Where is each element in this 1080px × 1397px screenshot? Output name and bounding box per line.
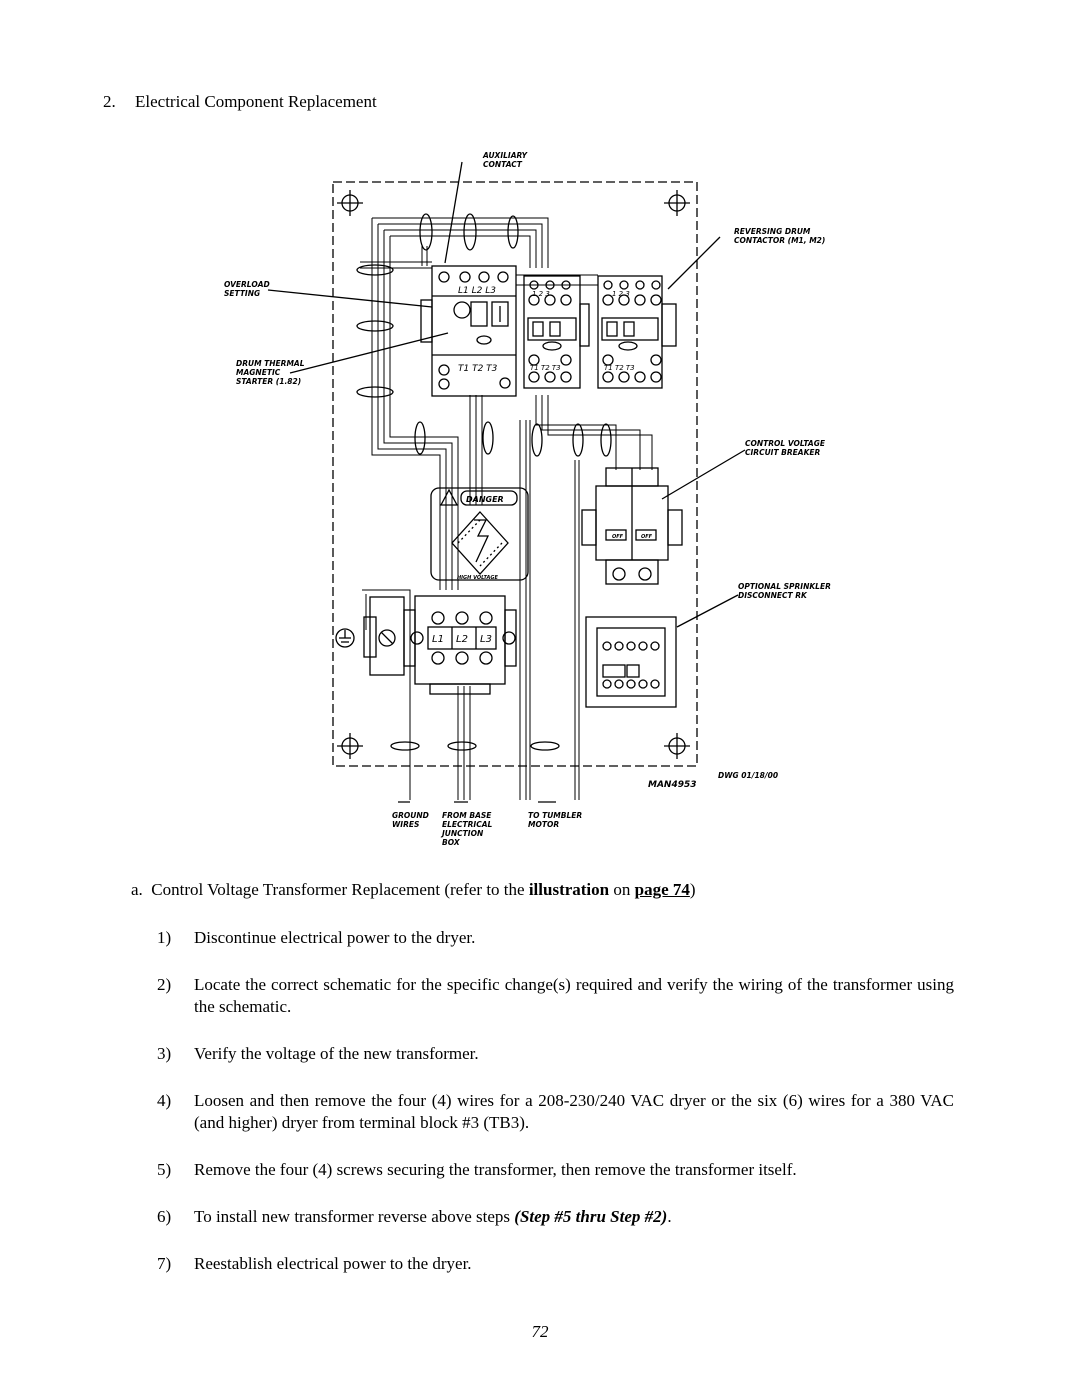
step-text: To install new transformer reverse above… [194, 1207, 515, 1226]
step-number: 7) [157, 1254, 172, 1273]
label-from-base-line3: JUNCTION [440, 829, 484, 838]
step-text: Discontinue electrical power to the drye… [194, 928, 476, 947]
breaker-off-right: OFF [641, 534, 653, 540]
starter-top-terminals: L1 L2 L3 [458, 286, 496, 296]
block-terminal-l1: L1 [432, 634, 444, 645]
subsection-heading: a. Control Voltage Transformer Replaceme… [131, 880, 961, 900]
breaker-off-left: OFF [612, 534, 624, 540]
label-auxiliary-contact-line2: CONTACT [483, 160, 523, 169]
danger-label [430, 487, 529, 581]
label-from-base-line2: ELECTRICAL [442, 820, 493, 829]
starter-bottom-terminals: T1 T2 T3 [458, 364, 498, 374]
subsection-prefix: a. [131, 880, 143, 899]
high-voltage-text: HIGH VOLTAGE [457, 575, 498, 581]
step-text-after: . [667, 1207, 672, 1226]
steps-list: 1) Discontinue electrical power to the dr… [157, 927, 954, 1275]
section-heading: 2. Electrical Component Replacement [103, 92, 377, 112]
step-item: 7) Reestablish electrical power to the dr… [157, 1253, 954, 1275]
section-heading-number: 2. [103, 92, 116, 111]
block-terminal-l3: L3 [480, 634, 492, 645]
step-text: Reestablish electrical power to the drye… [194, 1254, 472, 1273]
label-to-tumbler-line1: TO TUMBLER [528, 811, 582, 820]
mounting-hole-icon [337, 733, 363, 759]
step-text: Remove the four (4) screws securing the … [194, 1160, 797, 1179]
step-number: 3) [157, 1044, 172, 1063]
label-ground-wires-line1: GROUND [392, 811, 429, 820]
ground-lug [363, 596, 405, 676]
drum-thermal-starter [420, 265, 517, 397]
step-number: 6) [157, 1207, 172, 1226]
ground-icon [335, 628, 355, 648]
step-text: Loosen and then remove the four (4) wire… [194, 1091, 954, 1132]
subsection-mid-text: on [609, 880, 635, 899]
subsection-text: Control Voltage Transformer Replacement … [151, 880, 529, 899]
step-item: 3) Verify the voltage of the new transfor… [157, 1043, 954, 1065]
contactor2-bottom-terminals: T1 T2 T3 [604, 364, 635, 372]
label-control-voltage-line2: CIRCUIT BREAKER [745, 448, 821, 457]
step-number: 5) [157, 1160, 172, 1179]
page-link[interactable]: page 74 [634, 880, 690, 899]
label-optional-sprinkler-line2: DISCONNECT RK [738, 591, 808, 600]
reversing-contactor-m2 [597, 275, 677, 389]
label-reversing-contactor-line2: CONTACTOR (M1, M2) [734, 236, 825, 245]
subsection-bold-text: illustration [528, 880, 610, 899]
step-item: 4) Loosen and then remove the four (4) wi… [157, 1090, 954, 1134]
page-number: 72 [531, 1322, 549, 1341]
drawing-number: MAN4953 [648, 780, 697, 790]
step-text: Verify the voltage of the new transforme… [194, 1044, 479, 1063]
label-drum-thermal-line2: MAGNETIC [236, 368, 281, 377]
contactor-top-terminals: 1 2 3 [532, 290, 550, 298]
label-from-base-line4: BOX [442, 838, 461, 847]
main-terminal-block [403, 595, 517, 695]
step-emphasis: (Step #5 thru Step #2) [514, 1207, 668, 1226]
danger-text: DANGER [466, 495, 504, 504]
step-item: 6) To install new transformer reverse abo… [157, 1206, 954, 1228]
mounting-hole-icon [337, 190, 363, 216]
step-item: 5) Remove the four (4) screws securing th… [157, 1159, 954, 1181]
panel-outline [332, 181, 698, 767]
label-optional-sprinkler-line1: OPTIONAL SPRINKLER [738, 582, 831, 591]
optional-sprinkler-relay [585, 616, 677, 708]
label-overload-setting-line2: SETTING [224, 289, 260, 298]
electrical-panel-diagram: AUXILIARY CONTACT REVERSING DRUM CONTACT… [224, 151, 831, 847]
mounting-hole-icon [664, 733, 690, 759]
step-item: 2) Locate the correct schematic for the s… [157, 974, 954, 1018]
step-number: 2) [157, 975, 172, 994]
contactor2-top-terminals: 1 2 3 [612, 290, 630, 298]
label-ground-wires-line2: WIRES [392, 820, 419, 829]
label-reversing-contactor-line1: REVERSING DRUM [734, 227, 811, 236]
control-voltage-breaker [581, 467, 683, 585]
subsection-suffix: ) [689, 880, 696, 899]
label-overload-setting-line1: OVERLOAD [224, 280, 270, 289]
label-drum-thermal-line1: DRUM THERMAL [236, 359, 305, 368]
reversing-contactor-m1 [523, 275, 590, 389]
step-number: 4) [157, 1091, 172, 1110]
step-number: 1) [157, 928, 172, 947]
block-terminal-l2: L2 [456, 634, 468, 645]
step-item: 1) Discontinue electrical power to the dr… [157, 927, 954, 949]
drawing-date: DWG 01/18/00 [718, 771, 778, 780]
mounting-hole-icon [664, 190, 690, 216]
label-auxiliary-contact-line1: AUXILIARY [482, 151, 529, 160]
step-text: Locate the correct schematic for the spe… [194, 975, 954, 1016]
section-heading-text: Electrical Component Replacement [135, 92, 377, 111]
contactor-bottom-terminals: T1 T2 T3 [530, 364, 561, 372]
label-to-tumbler-line2: MOTOR [528, 820, 559, 829]
label-drum-thermal-line3: STARTER (1.82) [236, 377, 301, 386]
label-control-voltage-line1: CONTROL VOLTAGE [745, 439, 826, 448]
label-from-base-line1: FROM BASE [442, 811, 492, 820]
